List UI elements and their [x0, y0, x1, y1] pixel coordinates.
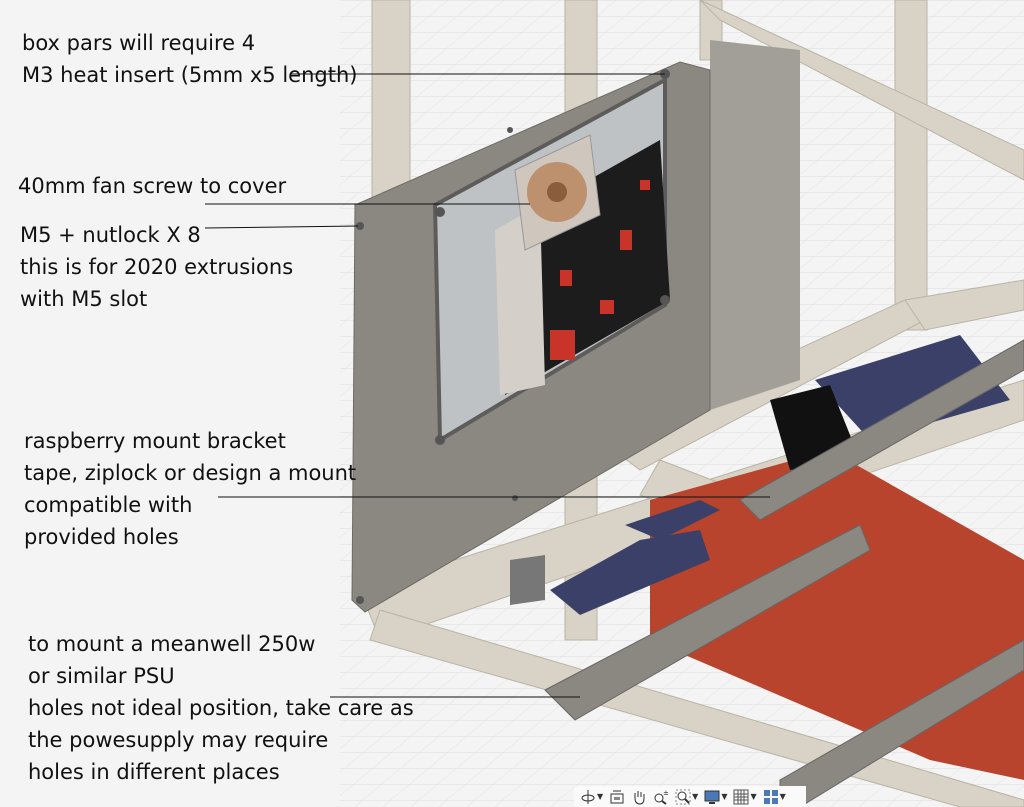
chevron-down-icon: ▼ — [692, 792, 699, 801]
pan-button[interactable] — [629, 787, 649, 806]
look-at-icon — [610, 790, 624, 803]
leader-lines — [204, 73, 770, 698]
display-settings-icon — [704, 790, 720, 804]
note-raspberry: raspberry mount bracket tape, ziplock or… — [24, 425, 356, 553]
note-line: holes in different places — [28, 760, 280, 784]
note-line: holes not ideal position, take care as — [28, 696, 414, 720]
board-case — [495, 205, 545, 395]
note-line: tape, ziplock or design a mount — [24, 461, 357, 485]
viewports-icon — [763, 789, 778, 804]
grid-icon — [733, 789, 749, 804]
viewports-button[interactable]: ▼ — [761, 787, 788, 806]
note-line: this is for 2020 extrusions — [20, 255, 294, 279]
blue-connector — [625, 500, 720, 540]
svg-text:±: ± — [663, 789, 669, 797]
note-line: or similar PSU — [28, 664, 175, 688]
grid-settings-button[interactable]: ▼ — [731, 787, 758, 806]
chevron-down-icon: ▼ — [721, 792, 728, 801]
note-line: M5 + nutlock X 8 — [20, 223, 201, 247]
note-line: provided holes — [24, 525, 179, 549]
zoom-icon: ± — [654, 789, 669, 805]
board-components — [550, 180, 650, 360]
psu-bracket-left — [544, 524, 871, 721]
note-fan: 40mm fan screw to cover — [18, 170, 286, 202]
display-settings-button[interactable]: ▼ — [702, 787, 729, 806]
raspberry-pi-part — [815, 335, 1010, 440]
zoom-button[interactable]: ± — [651, 787, 671, 806]
orbit-button[interactable]: ▼ — [578, 787, 605, 806]
note-line: to mount a meanwell 250w — [28, 632, 316, 656]
fan-40mm — [514, 134, 601, 251]
blue-bracket — [550, 530, 710, 615]
note-line: the powesupply may require — [28, 728, 329, 752]
corner-bracket — [510, 555, 545, 605]
chevron-down-icon: ▼ — [779, 792, 786, 801]
pan-hand-icon — [634, 790, 645, 805]
zoom-window-icon — [675, 789, 691, 804]
note-psu: to mount a meanwell 250w or similar PSU … — [28, 628, 414, 788]
note-line: raspberry mount bracket — [24, 429, 286, 453]
raspberry-mount-bracket — [739, 339, 1024, 521]
note-box-parts: box pars will require 4 M3 heat insert (… — [22, 27, 357, 91]
orbit-icon — [581, 789, 595, 804]
note-line: box pars will require 4 — [22, 31, 256, 55]
note-line: with M5 slot — [20, 287, 148, 311]
note-line: compatible with — [24, 493, 193, 517]
chevron-down-icon: ▼ — [597, 792, 604, 801]
chevron-down-icon: ▼ — [750, 792, 757, 801]
navigation-toolbar: ▼ ± ▼ ▼ ▼ ▼ — [574, 786, 806, 807]
plate-side — [710, 40, 800, 410]
note-line: M3 heat insert (5mm x5 length) — [22, 63, 358, 87]
note-m5: M5 + nutlock X 8 this is for 2020 extrus… — [20, 219, 293, 315]
zoom-window-button[interactable]: ▼ — [673, 787, 700, 806]
note-line: 40mm fan screw to cover — [18, 174, 287, 198]
look-at-button[interactable] — [607, 787, 627, 806]
